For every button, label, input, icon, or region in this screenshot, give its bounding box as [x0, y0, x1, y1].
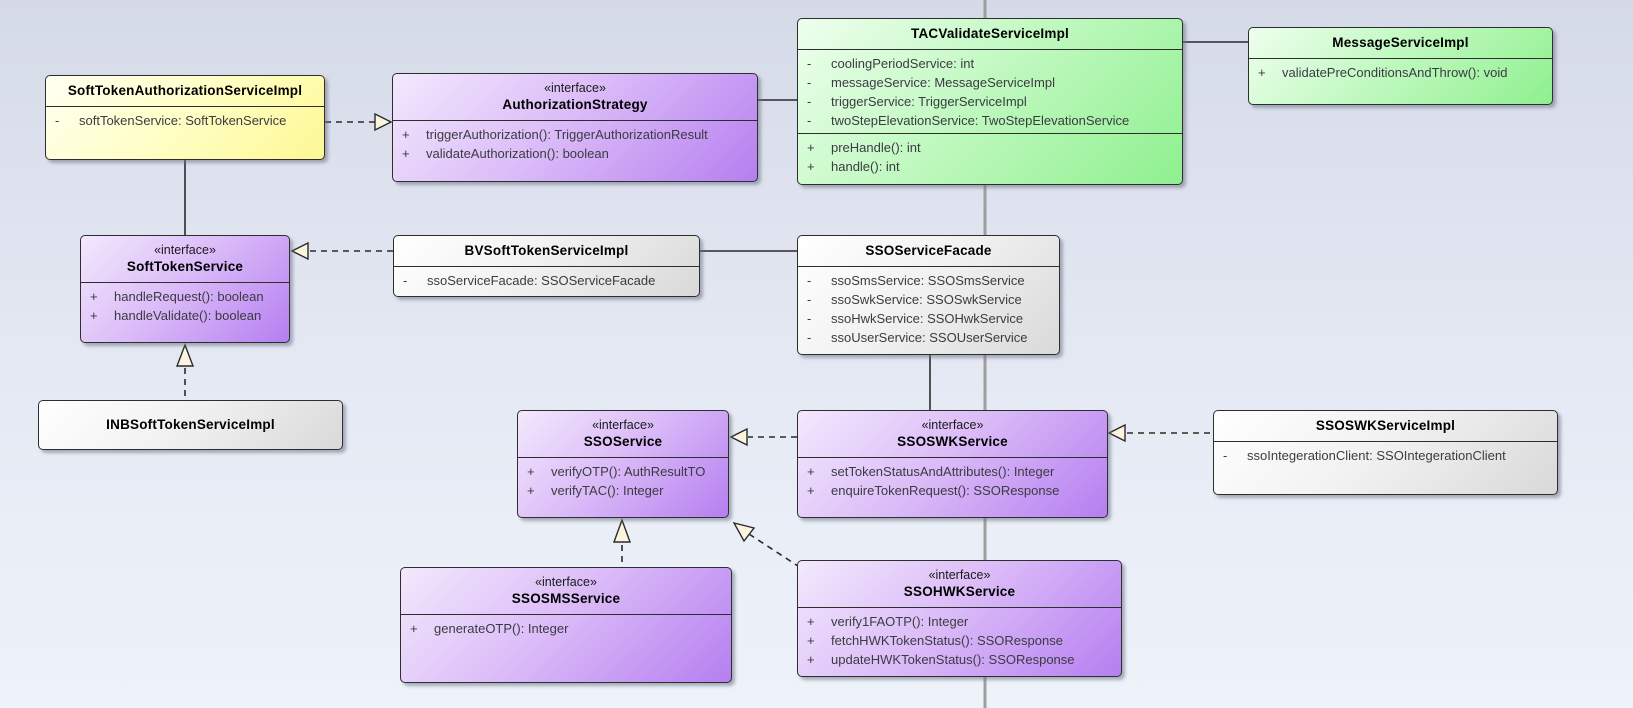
attributes-compartment: - ssoSmsService: SSOSmsService - ssoSwkS…	[798, 267, 1059, 350]
method-row: + handleRequest(): boolean	[90, 289, 264, 304]
realization-arrowhead-ssoservice-bottom[interactable]	[613, 517, 631, 543]
methods-compartment: + verify1FAOTP(): Integer + fetchHWKToke…	[798, 608, 1121, 672]
class-name: SSOSWKService	[897, 434, 1008, 449]
class-name: SSOSMSService	[511, 591, 621, 606]
class-title: INBSoftTokenServiceImpl	[39, 401, 342, 449]
method-row: + verify1FAOTP(): Integer	[807, 614, 969, 629]
method-row: + handleValidate(): boolean	[90, 308, 262, 323]
class-name: SoftTokenAuthorizationServiceImpl	[67, 83, 303, 98]
class-title: «interface» SSOService	[518, 411, 728, 458]
methods-compartment: + preHandle(): int + handle(): int	[798, 133, 1182, 179]
class-box-messageserviceimpl[interactable]: MessageServiceImpl + validatePreConditio…	[1248, 27, 1553, 105]
class-name: SSOSWKServiceImpl	[1315, 418, 1456, 433]
method-row: + verifyTAC(): Integer	[527, 483, 664, 498]
attribute-row: - twoStepElevationService: TwoStepElevat…	[807, 113, 1130, 128]
methods-compartment: + verifyOTP(): AuthResultTO + verifyTAC(…	[518, 458, 728, 503]
attributes-compartment: - softTokenService: SoftTokenService	[46, 107, 324, 133]
class-box-tacvalidateserviceimpl[interactable]: TACValidateServiceImpl - coolingPeriodSe…	[797, 18, 1183, 185]
class-title: SSOServiceFacade	[798, 236, 1059, 267]
method-row: + enquireTokenRequest(): SSOResponse	[807, 483, 1060, 498]
class-title: «interface» AuthorizationStrategy	[393, 74, 757, 121]
realization-arrowhead-ssoswkservice-right[interactable]	[1107, 423, 1126, 443]
class-title: «interface» SSOSMSService	[401, 568, 731, 615]
class-name: SSOServiceFacade	[865, 243, 992, 258]
realization-arrowhead-ssoservice-right[interactable]	[729, 427, 748, 447]
interface-box-ssoservice[interactable]: «interface» SSOService + verifyOTP(): Au…	[517, 410, 729, 518]
class-title: SoftTokenAuthorizationServiceImpl	[46, 76, 324, 107]
class-title: SSOSWKServiceImpl	[1214, 411, 1557, 442]
class-name: INBSoftTokenServiceImpl	[106, 417, 275, 432]
method-row: + validatePreConditionsAndThrow(): void	[1258, 65, 1508, 80]
stereotype-label: «interface»	[154, 243, 216, 257]
attribute-row: - softTokenService: SoftTokenService	[55, 113, 287, 128]
class-name: TACValidateServiceImpl	[911, 26, 1069, 41]
interface-box-ssohwkservice[interactable]: «interface» SSOHWKService + verify1FAOTP…	[797, 560, 1122, 677]
interface-box-authorizationstrategy[interactable]: «interface» AuthorizationStrategy + trig…	[392, 73, 758, 182]
class-box-bvsofttokenserviceimpl[interactable]: BVSoftTokenServiceImpl - ssoServiceFacad…	[393, 235, 700, 297]
class-title: TACValidateServiceImpl	[798, 19, 1182, 50]
stereotype-label: «interface»	[544, 81, 606, 95]
class-name: BVSoftTokenServiceImpl	[464, 243, 629, 258]
method-row: + triggerAuthorization(): TriggerAuthori…	[402, 127, 708, 142]
method-row: + validateAuthorization(): boolean	[402, 146, 609, 161]
class-title: BVSoftTokenServiceImpl	[394, 236, 699, 267]
method-row: + handle(): int	[807, 159, 900, 174]
realization-ssohwkservice-ssoservice[interactable]	[748, 533, 802, 569]
attribute-row: - ssoIntegerationClient: SSOIntegeration…	[1223, 448, 1506, 463]
attribute-row: - triggerService: TriggerServiceImpl	[807, 94, 1027, 109]
stereotype-label: «interface»	[592, 418, 654, 432]
method-row: + verifyOTP(): AuthResultTO	[527, 464, 706, 479]
attributes-compartment: - ssoIntegerationClient: SSOIntegeration…	[1214, 442, 1557, 468]
method-row: + fetchHWKTokenStatus(): SSOResponse	[807, 633, 1063, 648]
methods-compartment: + handleRequest(): boolean + handleValid…	[81, 283, 289, 328]
stereotype-label: «interface»	[921, 418, 984, 432]
realization-arrowhead-softtokenservice-bottom[interactable]	[175, 343, 195, 367]
methods-compartment: + validatePreConditionsAndThrow(): void	[1249, 59, 1552, 85]
class-name: SoftTokenService	[126, 259, 244, 274]
class-box-softtokenauthorizationserviceimpl[interactable]: SoftTokenAuthorizationServiceImpl - soft…	[45, 75, 325, 160]
method-row: + setTokenStatusAndAttributes(): Integer	[807, 464, 1055, 479]
methods-compartment: + generateOTP(): Integer	[401, 615, 731, 641]
class-name: MessageServiceImpl	[1332, 35, 1469, 50]
method-row: + updateHWKTokenStatus(): SSOResponse	[807, 652, 1075, 667]
class-name: SSOHWKService	[903, 584, 1016, 599]
methods-compartment: + triggerAuthorization(): TriggerAuthori…	[393, 121, 757, 166]
attribute-row: - ssoHwkService: SSOHwkService	[807, 311, 1024, 326]
attributes-compartment: - coolingPeriodService: int - messageSer…	[798, 50, 1182, 133]
method-row: + generateOTP(): Integer	[410, 621, 569, 636]
attribute-row: - ssoServiceFacade: SSOServiceFacade	[403, 273, 656, 288]
attributes-compartment: - ssoServiceFacade: SSOServiceFacade	[394, 267, 699, 293]
methods-compartment: + setTokenStatusAndAttributes(): Integer…	[798, 458, 1107, 503]
class-box-ssoswkserviceimpl[interactable]: SSOSWKServiceImpl - ssoIntegerationClien…	[1213, 410, 1558, 495]
class-title: «interface» SoftTokenService	[81, 236, 289, 283]
class-box-ssoservicefacade[interactable]: SSOServiceFacade - ssoSmsService: SSOSms…	[797, 235, 1060, 355]
realization-arrowhead-authorizationstrategy[interactable]	[374, 112, 393, 132]
class-name: SSOService	[583, 434, 663, 449]
interface-box-ssoswkservice[interactable]: «interface» SSOSWKService + setTokenStat…	[797, 410, 1108, 518]
stereotype-label: «interface»	[535, 575, 597, 589]
interface-box-ssosmsservice[interactable]: «interface» SSOSMSService + generateOTP(…	[400, 567, 732, 683]
class-box-inbsofttokenserviceimpl[interactable]: INBSoftTokenServiceImpl	[38, 400, 343, 450]
method-row: + preHandle(): int	[807, 140, 921, 155]
realization-arrowhead-ssoservice-corner[interactable]	[732, 521, 756, 543]
class-title: «interface» SSOHWKService	[798, 561, 1121, 608]
attribute-row: - ssoSmsService: SSOSmsService	[807, 273, 1025, 288]
attribute-row: - ssoUserService: SSOUserService	[807, 330, 1028, 345]
attribute-row: - coolingPeriodService: int	[807, 56, 975, 71]
realization-arrowhead-softtokenservice-right[interactable]	[290, 241, 309, 261]
attribute-row: - messageService: MessageServiceImpl	[807, 75, 1055, 90]
stereotype-label: «interface»	[928, 568, 991, 582]
class-title: «interface» SSOSWKService	[798, 411, 1107, 458]
attribute-row: - ssoSwkService: SSOSwkService	[807, 292, 1022, 307]
class-name: AuthorizationStrategy	[502, 97, 648, 112]
interface-box-softtokenservice[interactable]: «interface» SoftTokenService + handleReq…	[80, 235, 290, 343]
class-title: MessageServiceImpl	[1249, 28, 1552, 59]
